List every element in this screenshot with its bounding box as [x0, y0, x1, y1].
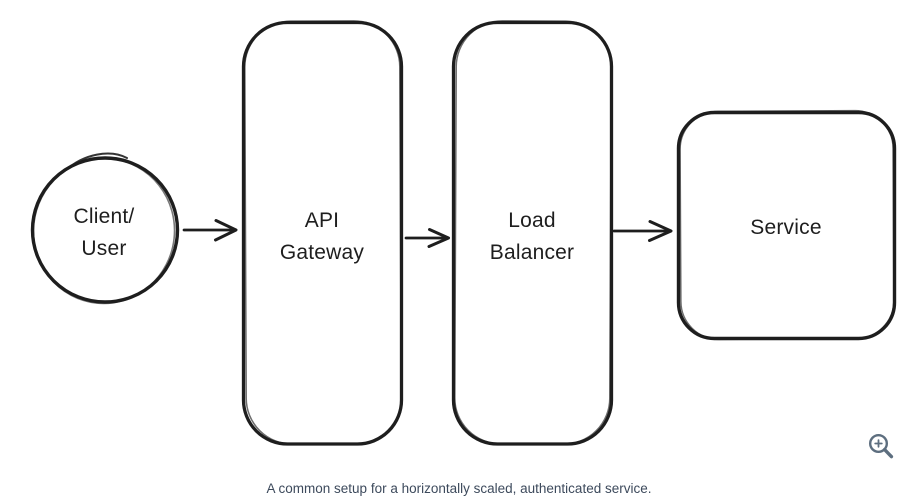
edge-client-to-gateway: [182, 219, 238, 242]
node-client-shape: [30, 152, 180, 305]
node-load-balancer-shape: [451, 20, 614, 446]
node-service-shape: [676, 109, 897, 341]
figure-caption: A common setup for a horizontally scaled…: [266, 481, 652, 496]
node-api-gateway-shape: [241, 20, 404, 446]
edge-gateway-to-balancer: [404, 228, 450, 248]
zoom-in-icon[interactable]: [866, 430, 896, 464]
edge-balancer-to-service: [612, 220, 673, 242]
